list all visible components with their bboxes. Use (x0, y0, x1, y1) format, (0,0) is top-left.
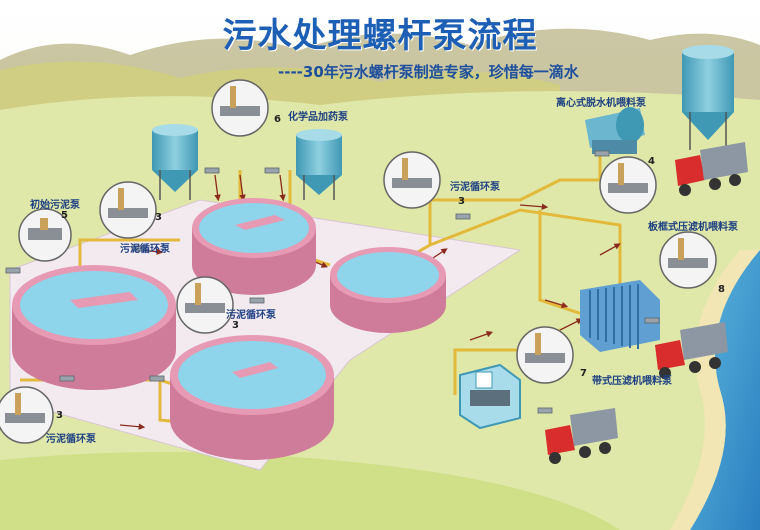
label-chemical-dosing-pump: 化学品加药泵 (288, 112, 348, 123)
label-sludge-circ-pump-1: 污泥循环泵 (120, 244, 170, 255)
chemical-silo-left (152, 124, 198, 200)
pump-callout-plate-frame (659, 231, 717, 289)
belt-filter-press (459, 363, 521, 430)
pump-callout-circ-2 (383, 151, 441, 209)
plate-frame-filter-press (580, 280, 660, 352)
pump-callout-belt (516, 326, 574, 384)
pump-number-circ-4: 3 (56, 410, 63, 421)
pump-number-belt: 7 (580, 368, 587, 379)
tank-2 (12, 265, 176, 390)
beach (670, 250, 760, 530)
label-sludge-circ-pump-3: 污泥循环泵 (226, 310, 276, 321)
tank-3 (330, 247, 446, 333)
inline-pumps (5, 150, 660, 414)
truck-centrifuge (675, 142, 748, 196)
pump-callout-initial (18, 208, 72, 262)
label-plate-frame-feed-pump: 板框式压滤机喂料泵 (648, 222, 738, 233)
pump-callout-circ-4 (0, 386, 54, 444)
label-sludge-circ-pump-4: 污泥循环泵 (46, 434, 96, 445)
pump-callout-chemical (211, 79, 269, 137)
pump-number-circ-3: 3 (232, 320, 239, 331)
chemical-silo-right (296, 129, 342, 200)
pump-callout-circ-1 (99, 181, 157, 239)
sea (690, 250, 760, 530)
page-title: 污水处理螺杆泵流程 (222, 16, 538, 56)
tank-1 (192, 198, 316, 295)
label-centrifuge-feed-pump: 离心式脱水机喂料泵 (556, 98, 646, 109)
pump-number-plate-frame: 8 (718, 284, 725, 295)
pump-number-initial: 5 (61, 210, 68, 221)
pump-number-chemical: 6 (274, 114, 281, 125)
label-initial-sludge-pump: 初始污泥泵 (30, 200, 80, 211)
pump-callout-circ-3 (176, 276, 234, 334)
pump-number-circ-2: 3 (458, 196, 465, 207)
centrifuge (585, 107, 645, 154)
pump-number-centrifuge: 4 (648, 156, 655, 167)
pump-callouts (0, 79, 717, 444)
tank-4 (170, 335, 334, 460)
pump-number-circ-1: 3 (155, 212, 162, 223)
page-subtitle: ----30年污水螺杆泵制造专家，珍惜每一滴水 (278, 63, 579, 81)
truck-plate-frame (655, 322, 728, 379)
pump-callout-centrifuge (599, 156, 657, 214)
foreground-grass (0, 452, 620, 530)
label-belt-press-feed-pump: 带式压滤机喂料泵 (592, 376, 672, 387)
truck-belt-press (545, 408, 618, 464)
sludge-silo (682, 45, 734, 150)
label-sludge-circ-pump-2: 污泥循环泵 (450, 182, 500, 193)
